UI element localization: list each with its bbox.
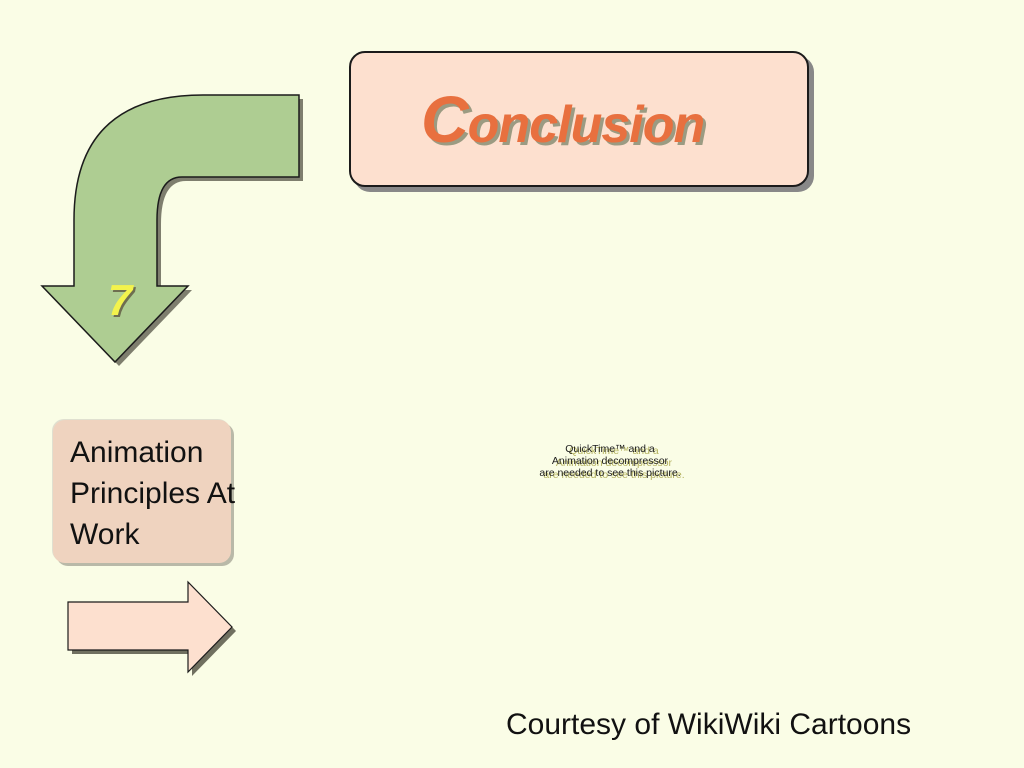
principles-line: Principles At xyxy=(70,477,236,510)
title-initial: C xyxy=(421,82,469,156)
credit-text: Courtesy of WikiWiki Cartoons xyxy=(506,708,912,741)
right-arrow-icon xyxy=(67,580,236,676)
curved-down-arrow-icon xyxy=(40,94,303,366)
slide-title: Conclusion xyxy=(421,81,706,157)
media-placeholder-line: QuickTime™ and a xyxy=(565,443,655,455)
principles-line: Animation xyxy=(70,436,204,469)
title-rest: onclusion xyxy=(467,96,706,154)
step-number: 7 xyxy=(107,276,133,325)
principles-card xyxy=(53,420,231,563)
media-placeholder-line: are needed to see this picture. xyxy=(539,467,681,479)
media-placeholder: QuickTime™ and a Animation decompressor … xyxy=(500,443,720,479)
principles-line: Work xyxy=(70,518,140,551)
title-box: Conclusion xyxy=(349,51,809,187)
principles-label: Animation Principles At Work xyxy=(70,432,290,555)
media-placeholder-line: Animation decompressor xyxy=(551,455,669,467)
